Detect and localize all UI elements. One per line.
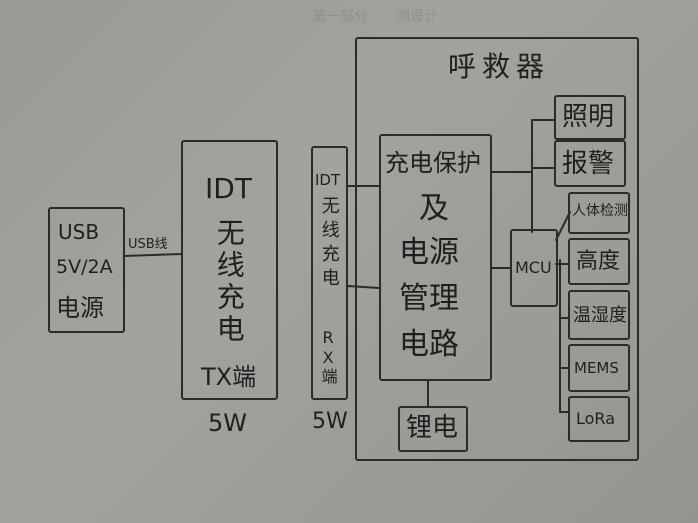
usb-line-label: USB线 (128, 237, 168, 252)
idt-tx-box: IDT 无线充电 TX端 (181, 140, 278, 400)
lighting-box: 照明 (554, 95, 626, 140)
height-label: 高度 (576, 249, 621, 274)
idt-rx-wireless: 无线充电 (318, 196, 340, 292)
usb-to-tx-line (123, 253, 182, 257)
idt-tx-power: 5W (208, 409, 247, 437)
lighting-label: 照明 (562, 102, 615, 132)
lora-box: LoRa (568, 396, 630, 442)
mems-box: MEMS (568, 344, 630, 392)
idt-rx-box: IDT 无线充电 RX端 (311, 146, 348, 400)
battery-label: 锂电 (406, 413, 459, 443)
mems-label: MEMS (574, 359, 619, 377)
alarm-label: 报警 (562, 149, 615, 179)
battery-box: 锂电 (398, 406, 468, 452)
mcu-box: MCU (510, 229, 558, 307)
mcu-to-human-line (555, 211, 571, 241)
charge-line5: 电路 (399, 327, 459, 362)
rx-to-charge-line-bottom (347, 285, 380, 289)
charge-management-box: 充电保护 及 电源 管理 电路 (379, 134, 492, 381)
device-title: 呼救器 (448, 50, 551, 83)
alarm-box: 报警 (554, 140, 626, 187)
charge-line2: 及 (419, 191, 449, 226)
human-detect-box: 人体检测 (568, 192, 630, 234)
usb-spec-label: 5V/2A (56, 256, 113, 278)
power-label: 电源 (56, 294, 104, 322)
idt-rx-end: RX端 (318, 328, 338, 385)
idt-tx-end: TX端 (201, 363, 257, 391)
usb-label: USB (58, 220, 100, 244)
height-box: 高度 (568, 238, 630, 285)
charge-line4: 管理 (399, 281, 459, 316)
bleed-text-1: 第一部分 (312, 9, 368, 25)
usb-power-box: USB 5V/2A 电源 (48, 207, 125, 333)
idt-rx-power: 5W (312, 409, 348, 434)
idt-tx-wireless: 无线充电 (212, 218, 246, 346)
bleed-text-2: 测设计 (396, 9, 438, 25)
device-enclosure (355, 37, 639, 461)
mcu-label: MCU (515, 258, 552, 277)
human-detect-label: 人体检测 (572, 203, 628, 219)
charge-line3: 电源 (399, 235, 459, 270)
charge-line1: 充电保护 (385, 149, 481, 177)
lora-label: LoRa (576, 409, 615, 428)
idt-rx-title: IDT (315, 171, 341, 189)
temp-humidity-box: 温湿度 (568, 290, 630, 340)
idt-tx-title: IDT (205, 172, 252, 205)
temp-humidity-label: 温湿度 (573, 305, 627, 326)
